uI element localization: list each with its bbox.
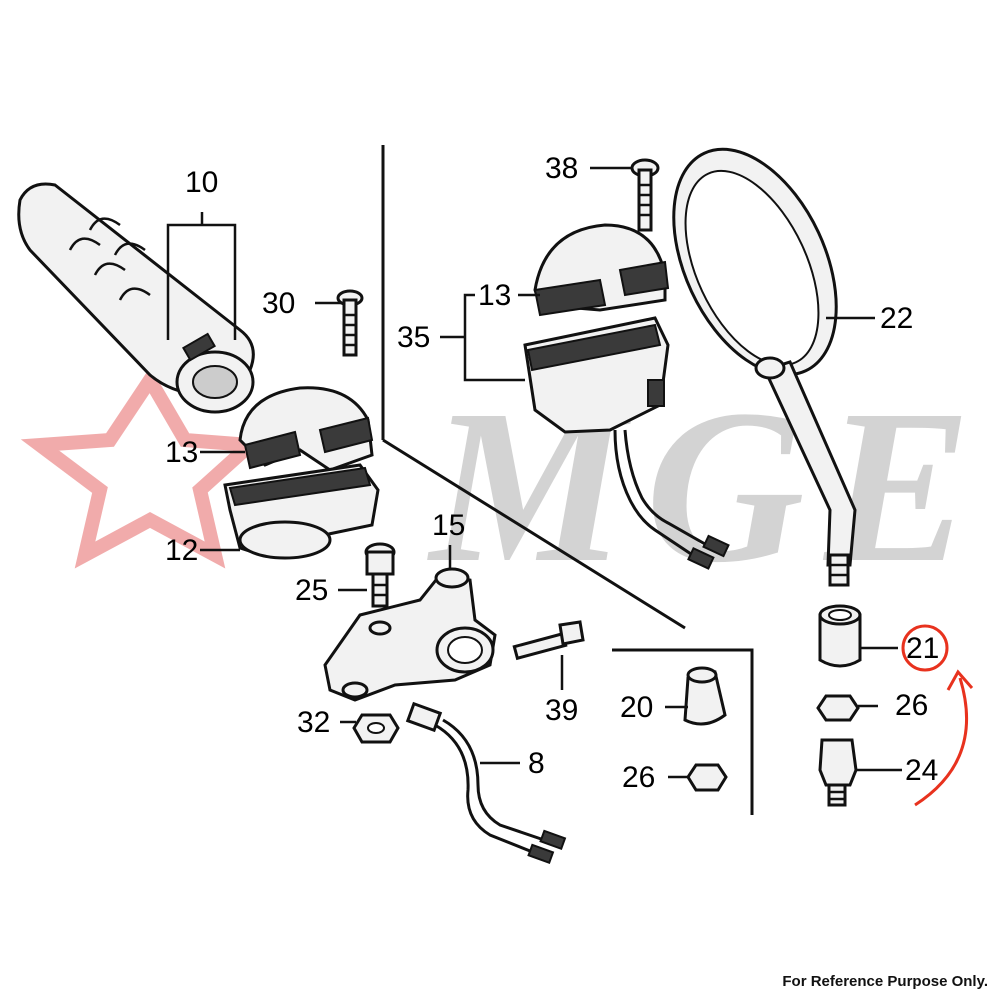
callout-25: 25	[295, 574, 328, 607]
screw-39	[512, 620, 585, 661]
clamp-upper-left	[238, 386, 374, 472]
clamp-set-right	[523, 223, 730, 570]
end-cap-20	[683, 666, 727, 726]
callout-15: 15	[432, 509, 465, 542]
callout-30: 30	[262, 287, 295, 320]
throttle-grip	[17, 182, 255, 414]
adapter-21	[818, 604, 862, 668]
assembly-divider	[381, 145, 754, 815]
hex-nut-26-right	[816, 694, 860, 722]
watermark-star	[20, 366, 267, 569]
callout-24: 24	[905, 754, 938, 787]
callout-21: 21	[906, 632, 939, 665]
callout-26-right: 26	[895, 689, 928, 722]
clamp-lower-left	[223, 463, 380, 560]
switch-wire-8	[405, 701, 567, 865]
leader-lines	[166, 166, 902, 779]
reference-note: For Reference Purpose Only.	[782, 973, 988, 990]
callout-26-left: 26	[622, 761, 655, 794]
callout-10: 10	[185, 166, 218, 199]
highlight-part-21	[901, 624, 974, 807]
lever-bracket-15	[323, 567, 497, 702]
highlight-arrowhead	[946, 669, 974, 691]
callout-labels: 10 30 13 12 38 13 35 22 15 25 39 32 8 20…	[165, 152, 939, 794]
callout-13-right: 13	[478, 279, 511, 312]
pin-bolt-25	[364, 542, 396, 608]
callout-32: 32	[297, 706, 330, 739]
callout-39: 39	[545, 694, 578, 727]
callout-35: 35	[397, 321, 430, 354]
screw-30	[336, 289, 364, 357]
hex-nut-26-left	[686, 763, 728, 792]
callout-12: 12	[165, 534, 198, 567]
watermark: MGE	[20, 364, 991, 608]
callout-8: 8	[528, 747, 545, 780]
highlight-arrow	[914, 677, 968, 807]
callout-13-left: 13	[165, 436, 198, 469]
callout-20: 20	[620, 691, 653, 724]
highlight-circle	[901, 624, 949, 672]
bolt-24	[818, 738, 858, 807]
callout-22: 22	[880, 302, 913, 335]
watermark-text: MGE	[427, 364, 991, 608]
nut-32	[352, 713, 400, 744]
mirror	[672, 147, 857, 587]
screw-38	[630, 158, 660, 232]
callout-38: 38	[545, 152, 578, 185]
